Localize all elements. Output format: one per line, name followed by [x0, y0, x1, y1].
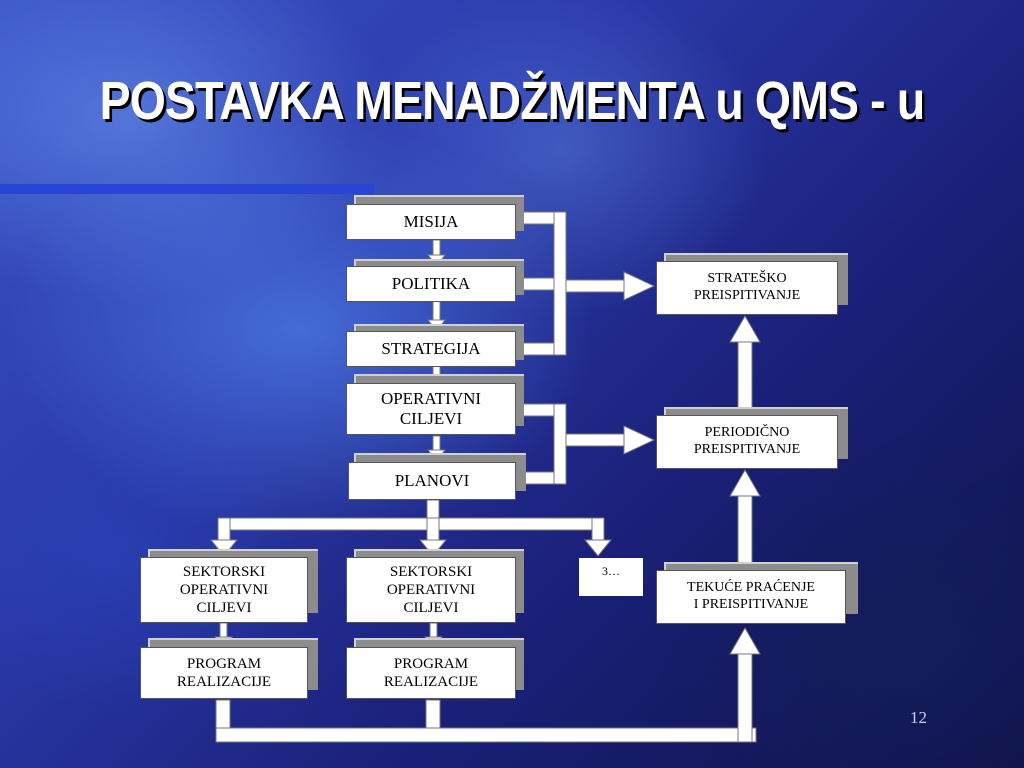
page-number: 12 — [910, 708, 927, 727]
box-sektorski-ciljevi-1: SEKTORSKI OPERATIVNI CILJEVI — [140, 557, 308, 623]
box-periodicno-line2: PREISPITIVANJE — [693, 442, 801, 457]
box-planovi-label: PLANOVI — [394, 470, 470, 490]
arrow-tekuce-periodicno — [729, 468, 761, 567]
box-stratesko-line1: STRATEŠKO — [707, 271, 787, 287]
program-2-line2: REALIZACIJE — [383, 674, 479, 690]
box-operativni-ciljevi: OPERATIVNI CILJEVI — [346, 383, 516, 435]
box-tekuce-line2: I PREISPITIVANJE — [693, 597, 809, 612]
program-2-line1: PROGRAM — [393, 656, 469, 672]
box-more-label: 3… — [602, 564, 620, 578]
feedback-loop — [215, 626, 761, 743]
sektorski-1-line3: CILJEVI — [196, 600, 252, 616]
program-1-line1: PROGRAM — [186, 656, 262, 672]
box-strategija-label: STRATEGIJA — [381, 338, 481, 358]
arrow-periodicno-stratesko — [729, 314, 761, 411]
box-program-realizacije-2: PROGRAM REALIZACIJE — [346, 647, 516, 699]
sektorski-2-line2: OPERATIVNI — [386, 582, 476, 598]
box-politika-label: POLITIKA — [391, 273, 471, 293]
slide-title: POSTAVKA MENADŽMENTA u QMS - u — [99, 71, 926, 131]
box-periodicno-preispitivanje: PERIODIČNO PREISPITIVANJE — [656, 415, 838, 469]
sektorski-1-line2: OPERATIVNI — [179, 582, 269, 598]
box-more-sectors: 3… — [579, 558, 643, 596]
sektorski-1-line1: SEKTORSKI — [182, 564, 266, 580]
sektorski-2-line1: SEKTORSKI — [389, 564, 473, 580]
box-sektorski-ciljevi-2: SEKTORSKI OPERATIVNI CILJEVI — [346, 557, 516, 623]
box-politika: POLITIKA — [346, 266, 516, 302]
box-misija-label: MISIJA — [403, 211, 459, 231]
title-underline-bar — [0, 184, 374, 194]
box-program-realizacije-1: PROGRAM REALIZACIJE — [140, 647, 308, 699]
box-tekuce-pracenje: TEKUĆE PRAĆENJE I PREISPITIVANJE — [656, 570, 846, 624]
sektorski-2-line3: CILJEVI — [403, 600, 459, 616]
program-1-line2: REALIZACIJE — [176, 674, 272, 690]
bracket-strategic — [515, 211, 656, 356]
distribution-bus — [209, 499, 613, 557]
box-strategija: STRATEGIJA — [346, 331, 516, 367]
box-planovi: PLANOVI — [348, 462, 516, 500]
box-tekuce-line1: TEKUĆE PRAĆENJE — [687, 580, 815, 596]
box-misija: MISIJA — [346, 204, 516, 240]
box-periodicno-line1: PERIODIČNO — [704, 425, 790, 441]
box-stratesko-preispitivanje: STRATEŠKO PREISPITIVANJE — [656, 261, 838, 315]
box-operativni-ciljevi-label: OPERATIVNI CILJEVI — [380, 388, 482, 428]
bracket-periodic — [515, 403, 656, 485]
box-stratesko-line2: PREISPITIVANJE — [693, 288, 801, 303]
